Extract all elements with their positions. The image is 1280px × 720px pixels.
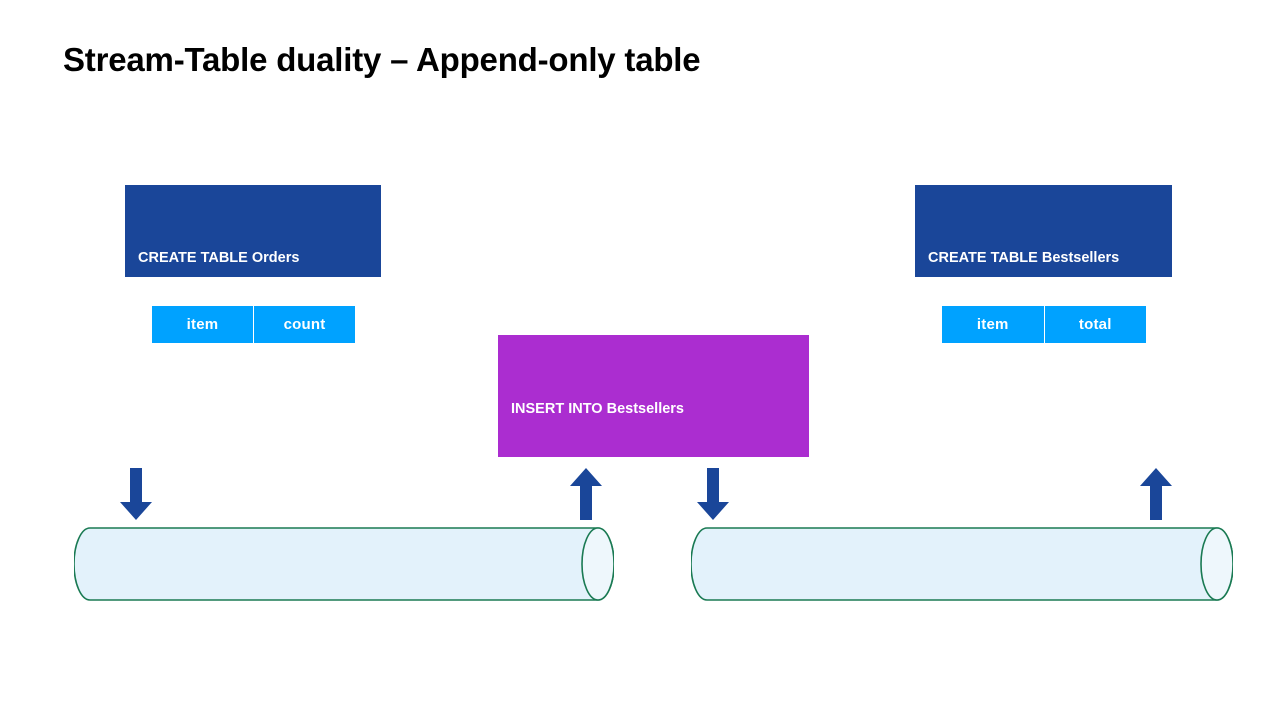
bestsellers-stream-cylinder — [691, 527, 1233, 601]
orders-ddl-box: CREATE TABLE Orders (item STRING, count … — [125, 185, 381, 414]
bestsellers-ddl-box: CREATE TABLE Bestsellers (item STRING, t… — [915, 185, 1172, 414]
arrow-up-icon — [570, 468, 602, 520]
orders-ddl-line-3: WITH (...) — [138, 397, 205, 414]
orders-table-header: item count — [152, 306, 355, 343]
orders-column-count: count — [253, 306, 355, 343]
bestsellers-column-total: total — [1043, 306, 1147, 343]
bestsellers-ddl-line-3: WITH (...) — [928, 397, 995, 414]
query-line-1: INSERT INTO Bestsellers — [511, 401, 684, 418]
insert-select-query-box: INSERT INTO Bestsellers SELECT item, SUM… — [498, 335, 809, 639]
query-line-2: SELECT item, SUM(count) AS total — [511, 474, 750, 491]
bestsellers-ddl-line-1: CREATE TABLE Bestsellers — [928, 250, 1120, 267]
bestsellers-table-header: item total — [942, 306, 1146, 343]
bestsellers-column-item: item — [976, 316, 1009, 333]
orders-stream-cylinder — [74, 527, 614, 601]
arrow-down-icon — [697, 468, 729, 520]
orders-column-item: item — [186, 316, 219, 333]
page-title: Stream-Table duality – Append-only table — [63, 41, 701, 78]
arrow-up-icon — [1140, 468, 1172, 520]
arrow-down-icon — [120, 468, 152, 520]
query-line-4: GROUP BY item — [511, 622, 622, 639]
orders-ddl-line-1: CREATE TABLE Orders — [138, 250, 300, 267]
